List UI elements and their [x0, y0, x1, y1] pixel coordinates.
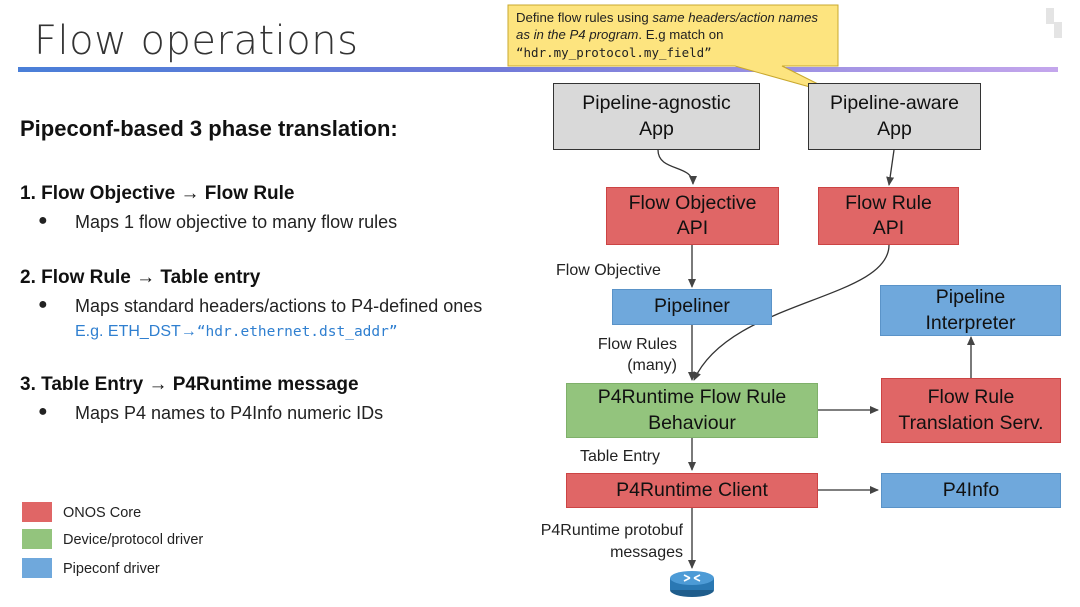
- box-label: Pipeline-aware: [830, 92, 959, 115]
- box-label: Flow Objective: [628, 191, 757, 214]
- legend-label: Pipeconf driver: [63, 561, 160, 577]
- box-label: P4Runtime Client: [616, 478, 768, 501]
- translation-heading: Pipeconf-based 3 phase translation:: [20, 116, 398, 141]
- title-underline: [18, 67, 1058, 72]
- flow-rules-label: Flow Rules: [597, 336, 677, 353]
- bullet-icon: ●: [38, 212, 48, 229]
- step-2-bullet-text: Maps standard headers/actions to P4-defi…: [75, 296, 483, 316]
- step-2-example: E.g. ETH_DST→“hdr.ethernet.dst_addr”: [75, 323, 398, 341]
- step-1-title: 1. Flow Objective → Flow Rule: [20, 183, 295, 204]
- legend-swatch: [22, 558, 52, 578]
- p4runtime-client-box: P4Runtime Client: [566, 473, 818, 508]
- callout-text-italic: same headers/action names as in the P4 p…: [516, 10, 819, 43]
- pipeliner-box: Pipeliner: [612, 289, 772, 325]
- box-label: P4Info: [942, 478, 1000, 501]
- callout-code: “hdr.my_protocol.my_field”: [516, 44, 712, 60]
- callout-text-a: Define flow rules using: [516, 10, 653, 25]
- callout-text-b: . E.g match on: [638, 27, 724, 43]
- box-label: App: [639, 117, 674, 140]
- corner-logo-icon: [1046, 8, 1062, 38]
- protobuf-messages-label: messages: [610, 544, 683, 561]
- box-label: Pipeline-agnostic: [582, 92, 731, 115]
- flow-objective-label: Flow Objective: [556, 262, 661, 279]
- box-label: API: [872, 217, 905, 239]
- arrow-aware-to-flowrule: [886, 149, 895, 186]
- box-label: Interpreter: [925, 311, 1016, 334]
- box-label: Flow Rule: [927, 386, 1015, 409]
- legend-swatch: [22, 529, 52, 549]
- box-label: App: [877, 117, 912, 140]
- box-label: Flow Rule: [845, 191, 932, 214]
- step-3-title: 3. Table Entry → P4Runtime message: [20, 374, 359, 395]
- callout-bubble: [507, 4, 843, 97]
- slide-title: Flow operations: [34, 18, 359, 64]
- step-3-bullet-text: Maps P4 names to P4Info numeric IDs: [75, 403, 384, 423]
- table-entry-label: Table Entry: [580, 448, 661, 465]
- box-label: P4Runtime Flow Rule: [597, 386, 787, 409]
- arrow-flowrule-to-behaviour: [693, 244, 890, 381]
- box-label: Pipeliner: [654, 295, 730, 318]
- p4info-box: P4Info: [881, 473, 1061, 508]
- legend-label: Device/protocol driver: [63, 532, 204, 548]
- step-2-title: 2. Flow Rule → Table entry: [20, 267, 261, 288]
- step-1-bullet-text: Maps 1 flow objective to many flow rules: [75, 212, 398, 232]
- bullet-icon: ●: [38, 296, 48, 313]
- callout-note: Define flow rules using same headers/act…: [516, 9, 834, 61]
- router-icon: [670, 571, 714, 597]
- box-label: Pipeline: [935, 286, 1006, 309]
- box-label: API: [676, 217, 709, 239]
- example-prefix: E.g. ETH_DST→: [75, 323, 197, 340]
- example-code: “hdr.ethernet.dst_addr”: [196, 324, 398, 340]
- legend-label: ONOS Core: [63, 505, 142, 521]
- arrow-agnostic-to-objective: [657, 149, 697, 185]
- protobuf-label: P4Runtime protobuf: [540, 522, 683, 539]
- flow-rules-many-label: (many): [627, 357, 677, 374]
- legend-swatch: [22, 502, 52, 522]
- box-label: Translation Serv.: [898, 411, 1044, 434]
- bullet-icon: ●: [38, 403, 48, 420]
- box-label: Behaviour: [648, 411, 736, 434]
